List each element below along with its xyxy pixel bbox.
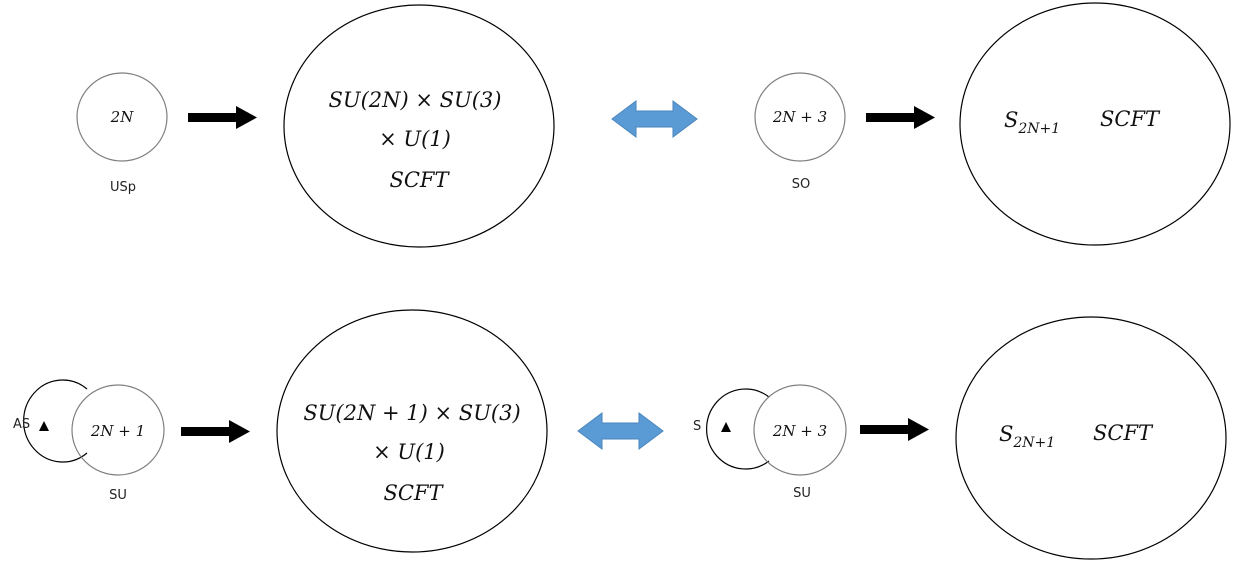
scft-4-symbol: S2N+1 xyxy=(999,422,1055,451)
s-loop xyxy=(706,388,770,470)
map-arrow-4 xyxy=(860,418,929,441)
scft-circle-3 xyxy=(276,309,548,553)
s-loop-label: S xyxy=(693,419,701,434)
scft-1-line3: SCFT xyxy=(389,168,450,192)
scft-3-line2: × U(1) xyxy=(373,440,445,464)
scft-1-line2: × U(1) xyxy=(379,127,451,151)
row-2: AS 2N + 1 SU SU(2N + 1) × SU(3) × U(1) S… xyxy=(13,309,1227,560)
as-loop-label: AS xyxy=(13,417,30,432)
as-loop xyxy=(23,379,88,463)
s-loop-arrowhead xyxy=(721,422,731,432)
usp-node-value: 2N xyxy=(110,108,135,126)
scft-3-line1: SU(2N + 1) × SU(3) xyxy=(303,401,520,425)
su-left-node-value: 2N + 1 xyxy=(90,422,145,440)
scft-4-label: SCFT xyxy=(1093,421,1154,445)
so-group-label: SO xyxy=(792,177,810,192)
scft-circle-1 xyxy=(283,4,555,248)
scft-1-line1: SU(2N) × SU(3) xyxy=(329,88,502,112)
map-arrow-2 xyxy=(866,106,935,129)
as-loop-arrowhead xyxy=(39,421,49,431)
map-arrow-1 xyxy=(188,106,257,129)
so-node-value: 2N + 3 xyxy=(772,108,827,126)
usp-node-circle xyxy=(76,72,168,162)
duality-arrow-2 xyxy=(577,412,664,450)
su-left-group-label: SU xyxy=(109,488,127,503)
su-left-node-circle xyxy=(71,384,165,476)
row-1: 2N USp SU(2N) × SU(3) × U(1) SCFT 2N + 3… xyxy=(76,2,1231,248)
su-right-node-value: 2N + 3 xyxy=(772,422,827,440)
map-arrow-3 xyxy=(181,420,250,443)
su-right-node-circle xyxy=(753,384,847,476)
usp-group-label: USp xyxy=(110,180,136,195)
so-node-circle xyxy=(754,72,846,162)
scft-circle-2 xyxy=(959,2,1231,246)
su-right-group-label: SU xyxy=(793,486,811,501)
scft-2-symbol: S2N+1 xyxy=(1004,108,1060,137)
scft-2-label: SCFT xyxy=(1100,107,1161,131)
scft-3-line3: SCFT xyxy=(383,481,444,505)
duality-arrow-1 xyxy=(611,100,698,138)
scft-circle-4 xyxy=(955,316,1227,560)
